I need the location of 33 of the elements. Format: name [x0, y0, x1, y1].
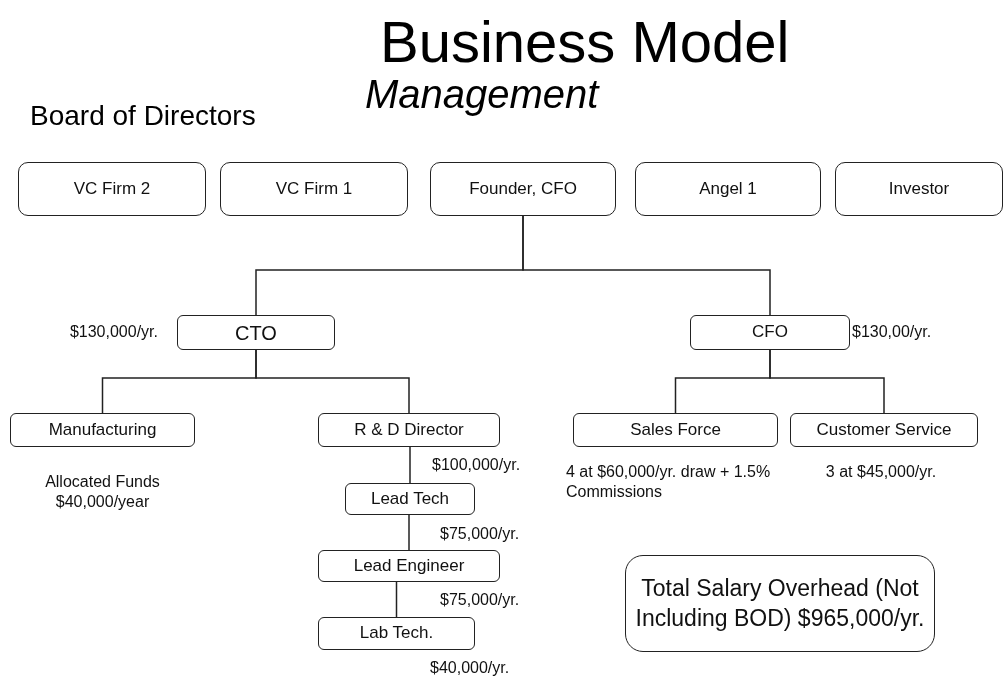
role-box: Manufacturing	[10, 413, 195, 447]
role-box: VC Firm 2	[18, 162, 206, 216]
summary-box: Total Salary Overhead (Not Including BOD) $965,000/yr.	[625, 555, 935, 652]
connector-line	[395, 581, 398, 618]
salary-note: 3 at $45,000/yr.	[824, 462, 938, 482]
title: Business Model	[380, 8, 790, 75]
salary-note: $40,000/yr.	[430, 658, 511, 678]
role-box: Angel 1	[635, 162, 821, 216]
salary-note: $75,000/yr.	[440, 590, 521, 610]
connector-line	[522, 215, 771, 316]
connector-line	[409, 446, 411, 484]
role-box: Investor	[835, 162, 1003, 216]
role-box: Founder, CFO	[430, 162, 616, 216]
salary-note: $130,00/yr.	[852, 322, 933, 342]
role-box: Lab Tech.	[318, 617, 475, 650]
salary-note: $100,000/yr.	[432, 455, 522, 475]
connector-line	[408, 514, 410, 551]
role-box: CTO	[177, 315, 335, 350]
connector-line	[255, 349, 410, 414]
role-box: Lead Engineer	[318, 550, 500, 582]
salary-note: $130,000/yr.	[68, 322, 158, 342]
salary-note: $75,000/yr.	[440, 524, 521, 544]
role-box: Sales Force	[573, 413, 778, 447]
role-box: R & D Director	[318, 413, 500, 447]
salary-note: Allocated Funds $40,000/year	[44, 472, 161, 512]
role-box: CFO	[690, 315, 850, 350]
role-box: VC Firm 1	[220, 162, 408, 216]
role-box: Customer Service	[790, 413, 978, 447]
role-box: Lead Tech	[345, 483, 475, 515]
salary-note: 4 at $60,000/yr. draw + 1.5% Commissions	[566, 462, 772, 502]
section-label: Board of Directors	[30, 100, 256, 132]
section-heading: Management	[365, 72, 599, 117]
connector-line	[769, 349, 885, 414]
